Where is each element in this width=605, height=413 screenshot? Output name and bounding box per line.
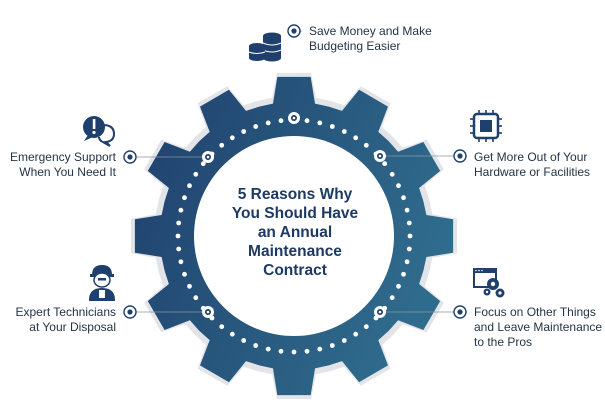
ring-dot bbox=[187, 183, 192, 189]
ring-dot bbox=[178, 259, 184, 265]
node-marker-left-top bbox=[202, 151, 214, 163]
ring-dot bbox=[193, 171, 199, 177]
label-marker-save bbox=[287, 24, 301, 38]
diagram-title: 5 Reasons Why You Should Have an Annual … bbox=[200, 185, 390, 280]
ring-dot bbox=[304, 348, 310, 354]
ring-dot bbox=[219, 142, 225, 148]
gear-node-markers bbox=[202, 112, 386, 318]
gear-inner-circle bbox=[194, 136, 394, 336]
reason-line: Emergency Support bbox=[9, 150, 116, 164]
reason-technicians: Expert Technicians at Your Disposal bbox=[16, 305, 117, 335]
ring-dot bbox=[265, 346, 271, 352]
label-marker-emergency bbox=[123, 150, 137, 164]
title-line-4: Maintenance bbox=[248, 243, 342, 260]
ring-dot bbox=[317, 120, 323, 126]
reason-hardware: Get More Out of Your Hardware or Facilit… bbox=[474, 150, 590, 180]
ring-dot bbox=[229, 135, 235, 141]
ring-dot bbox=[265, 120, 271, 126]
ring-dot bbox=[175, 233, 181, 239]
reason-line: Focus on Other Things bbox=[474, 305, 596, 319]
ring-dot bbox=[241, 338, 247, 343]
label-marker-focus bbox=[453, 305, 467, 319]
ring-dot bbox=[291, 349, 297, 355]
ring-dot bbox=[406, 246, 412, 252]
reason-line: When You Need It bbox=[19, 165, 116, 179]
ring-dot bbox=[404, 207, 410, 213]
ring-dot bbox=[353, 135, 359, 141]
ring-dot bbox=[389, 295, 395, 301]
reason-focus: Focus on Other Things and Leave Maintena… bbox=[474, 305, 602, 350]
ring-dot bbox=[219, 324, 225, 330]
ring-dot bbox=[241, 129, 247, 134]
node-marker-top bbox=[288, 112, 300, 124]
ring-dot bbox=[182, 195, 187, 201]
ring-dot bbox=[406, 220, 412, 226]
title-line-2: You Should Have bbox=[231, 205, 359, 222]
ring-dot bbox=[404, 259, 410, 265]
label-marker-hardware bbox=[453, 149, 467, 163]
ring-dot bbox=[193, 295, 199, 301]
ring-dot bbox=[401, 195, 406, 201]
ring-dot bbox=[229, 331, 235, 337]
gears-window-icon bbox=[473, 268, 505, 298]
reason-save-money: Save Money and Make Budgeting Easier bbox=[309, 24, 432, 54]
title-line-1: 5 Reasons Why bbox=[237, 186, 353, 203]
ring-dot bbox=[329, 343, 335, 348]
technician-icon bbox=[89, 265, 115, 301]
title-line-3: an Annual bbox=[257, 224, 333, 241]
ring-dot bbox=[176, 220, 182, 226]
reason-line: Hardware or Facilities bbox=[474, 165, 591, 179]
ring-dot bbox=[363, 324, 369, 330]
ring-dot bbox=[278, 348, 284, 354]
ring-dot bbox=[363, 142, 369, 148]
ring-dot bbox=[382, 161, 388, 167]
reason-line: Save Money and Make bbox=[309, 24, 432, 38]
ring-dot bbox=[278, 118, 284, 124]
ring-dot bbox=[407, 233, 413, 239]
chip-icon bbox=[470, 110, 502, 142]
node-marker-right-top bbox=[374, 150, 386, 162]
ring-dot bbox=[341, 338, 347, 343]
coins-icon bbox=[248, 32, 282, 62]
reason-line: Budgeting Easier bbox=[309, 39, 401, 53]
reason-line: Get More Out of Your bbox=[474, 150, 588, 164]
ring-dot bbox=[253, 124, 259, 129]
reason-emergency: Emergency Support When You Need It bbox=[10, 150, 116, 180]
dotted-ring bbox=[175, 117, 413, 355]
ring-dot bbox=[317, 346, 323, 352]
ring-dot bbox=[396, 183, 401, 189]
node-marker-right-bottom bbox=[374, 306, 386, 318]
ring-dot bbox=[187, 283, 192, 289]
alert-chat-icon bbox=[83, 116, 116, 147]
label-markers bbox=[123, 24, 467, 319]
ring-dot bbox=[389, 171, 395, 177]
title-line-5: Contract bbox=[263, 262, 327, 279]
ring-dot bbox=[304, 118, 310, 124]
ring-dot bbox=[178, 207, 184, 213]
node-marker-left-bottom bbox=[202, 306, 214, 318]
ring-dot bbox=[396, 283, 401, 289]
ring-dot bbox=[341, 129, 347, 134]
ring-dot bbox=[401, 271, 406, 277]
reason-line: Expert Technicians bbox=[15, 305, 117, 319]
reason-line: and Leave Maintenance bbox=[474, 320, 603, 334]
reason-line: at Your Disposal bbox=[29, 320, 116, 334]
ring-dot bbox=[182, 271, 187, 277]
connectors bbox=[124, 30, 456, 313]
label-marker-technicians bbox=[123, 305, 137, 319]
ring-dot bbox=[200, 161, 206, 167]
ring-dot bbox=[353, 331, 359, 337]
ring-dot bbox=[329, 124, 335, 129]
reason-line: to the Pros bbox=[474, 335, 533, 349]
ring-dot bbox=[176, 246, 182, 252]
ring-dot bbox=[253, 343, 259, 348]
